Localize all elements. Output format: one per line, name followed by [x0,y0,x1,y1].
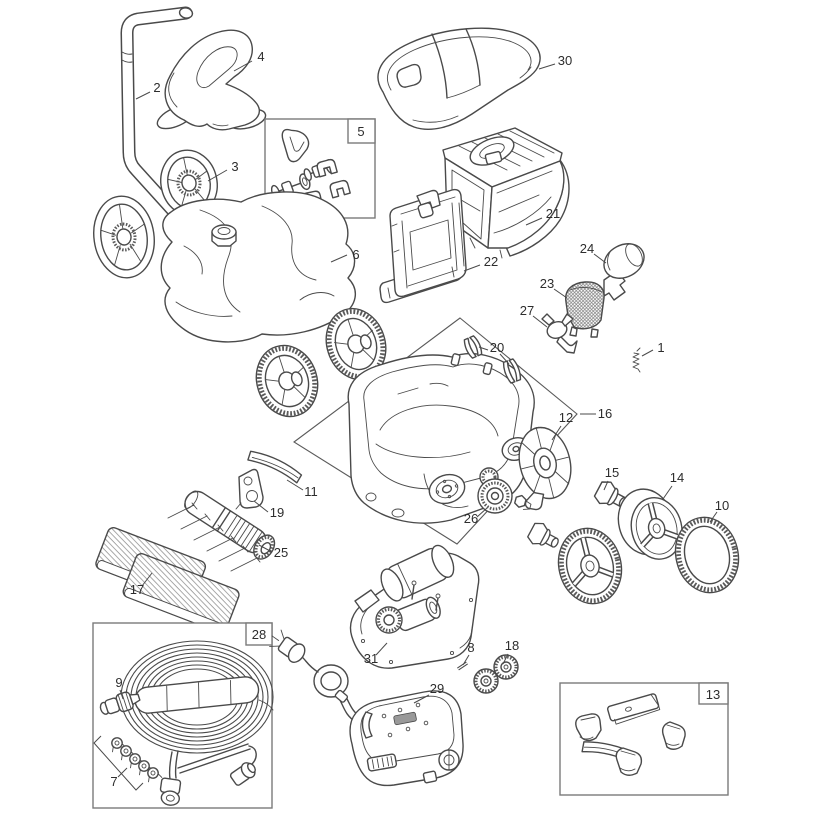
part-21-filter-canister [442,127,570,259]
part-3-caddy-wheel [160,149,218,217]
part-9-swivel-connector [99,691,141,715]
part-1-spring [632,347,641,373]
callout-15: 15 [605,465,619,480]
callout-10: 10 [715,498,729,513]
power-plug [269,629,306,663]
callout-16: 16 [598,406,612,421]
callout-14: 14 [670,470,684,485]
callout-3: 3 [231,159,238,174]
callout-12: 12 [559,410,573,425]
part-12-impeller-plate [518,426,572,511]
callout-21: 21 [546,206,560,221]
caddy-wheel-front [93,195,155,279]
axle-bolt-second [527,522,559,548]
part-4-caddy-cradle [156,29,267,131]
mid-tire-left [255,344,319,418]
part-19-bracket-arm [235,468,264,510]
callout-28: 28 [252,627,266,642]
callout-4: 4 [257,49,264,64]
cable-plug [229,762,256,786]
cable-kit-box-28 [92,622,274,809]
callout-8: 8 [467,640,474,655]
callout-24: 24 [580,241,594,256]
part-11-scrubber-blade [247,450,303,484]
part-30-top-cover [377,27,541,131]
part-26-drive-pulley [477,478,532,514]
callout-30: 30 [558,53,572,68]
part-10-tire [674,516,740,594]
part-25-sweep-roller [184,490,276,560]
part-29-power-supply [269,629,464,787]
callout-labels: 1 2 3 4 5 6 7 8 9 10 11 12 13 14 15 16 1… [110,49,729,789]
part-6-body-shell [160,191,356,343]
cable-elbow-connector [159,777,182,806]
part-8-roll-pin [457,661,468,671]
part-14-wheel [617,488,683,560]
callout-31: 31 [364,651,378,666]
callout-leader-lines [117,60,718,778]
callout-25: 25 [274,545,288,560]
part-7-cable-clips [93,735,163,791]
callout-26: 26 [464,511,478,526]
callout-19: 19 [270,505,284,520]
callout-6: 6 [352,247,359,262]
callout-9: 9 [115,675,122,690]
brand-logo-plate [393,711,417,726]
part-24-elbow-fitting [603,243,645,301]
rear-drive-wheel [557,527,623,605]
callout-7: 7 [110,774,117,789]
callout-23: 23 [540,276,554,291]
part-31-motor-block [349,544,480,669]
callout-18: 18 [505,638,519,653]
callout-5: 5 [357,124,364,139]
callout-27: 27 [520,303,534,318]
weight-kit-box-13 [559,682,729,796]
callout-13: 13 [706,687,720,702]
part-20-clips [463,335,522,384]
mid-tire-right [325,307,387,381]
callout-1: 1 [657,340,664,355]
callout-29: 29 [430,681,444,696]
part-22-filter-screen-panel [379,188,467,304]
callout-2: 2 [153,80,160,95]
part-23-strainer-screen [565,281,605,338]
part-27-shaft-coupler [541,313,578,354]
callout-20: 20 [490,340,504,355]
callout-17: 17 [130,582,144,597]
callout-11: 11 [304,484,318,499]
part-18-gears [473,654,519,694]
callout-22: 22 [484,254,498,269]
